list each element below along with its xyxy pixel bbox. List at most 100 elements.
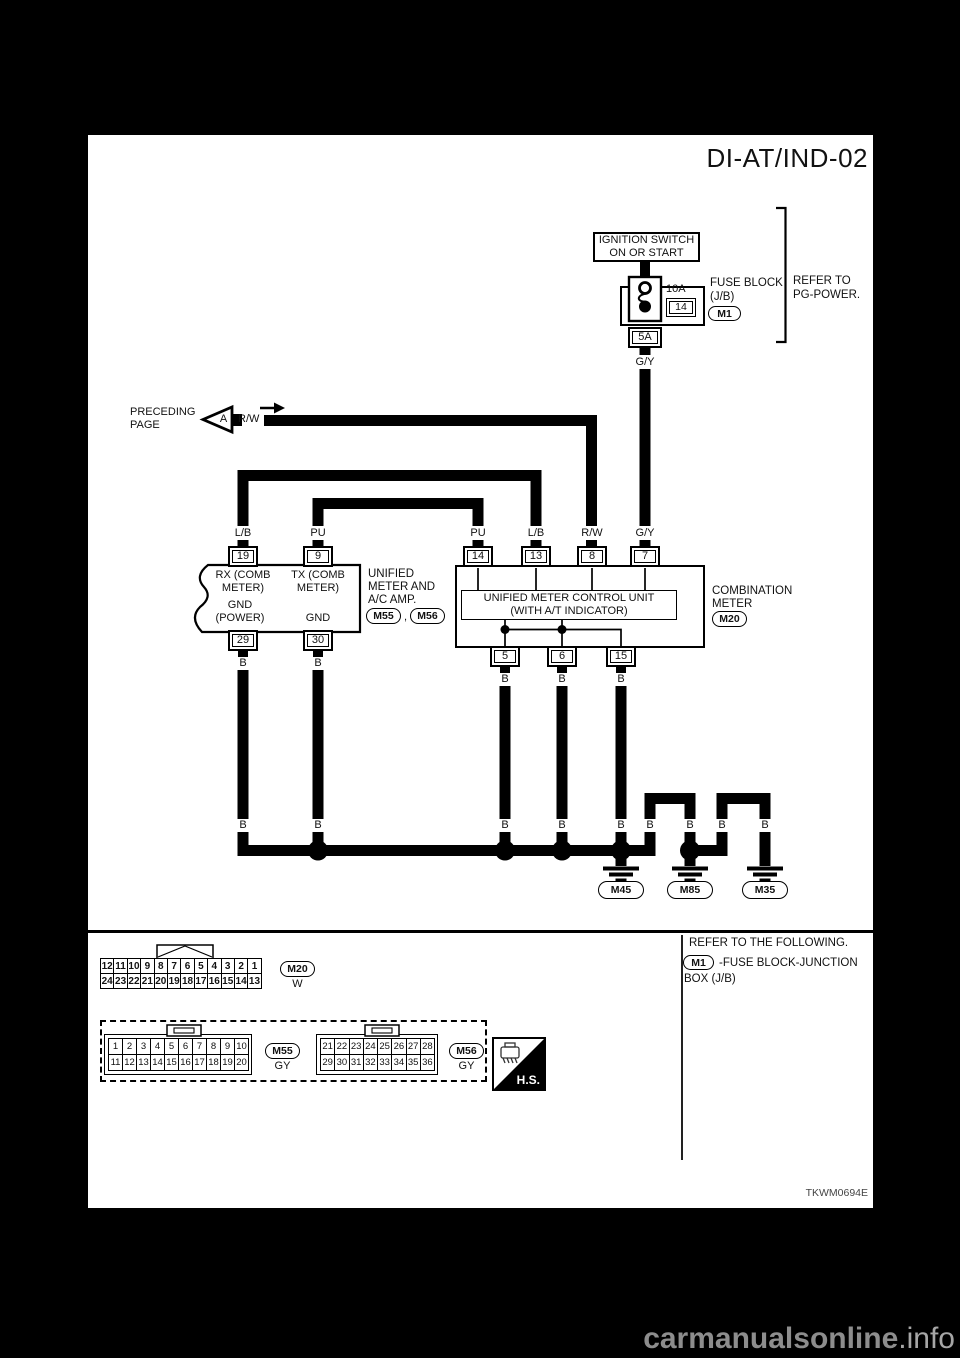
wiring-diagram-page: UNIFIED METER CONTROL UNIT (WITH A/T IND… [88, 135, 873, 1208]
flow-arrow-head [274, 402, 285, 414]
junction-dot [308, 840, 328, 861]
pin-cell: 12 [100, 958, 115, 974]
diagram-code: TKWM0694E [805, 1187, 868, 1199]
preceding-page-line2: PAGE [130, 419, 160, 431]
refer-bracket [776, 206, 787, 344]
pin-cell: 8 [206, 1038, 221, 1055]
fuse-rating-label: 10A [666, 283, 686, 295]
pin-function-tx-line2: METER) [296, 582, 340, 594]
pin-cell: 10 [234, 1038, 249, 1055]
left-unit-name-line1: UNIFIED [368, 568, 414, 580]
pin-cell: 25 [377, 1038, 393, 1055]
connector-ref-m20: M20 [712, 611, 747, 627]
pin-cell: 35 [405, 1054, 421, 1071]
connector-color-m56: GY [458, 1060, 475, 1072]
unit-label-line2: (WITH A/T INDICATOR) [510, 605, 628, 617]
junction-dot [611, 840, 631, 861]
pin-14: 14 [463, 546, 493, 567]
pin-cell: 10 [126, 958, 142, 974]
pin-cell: 1 [108, 1038, 123, 1055]
junction-dot [680, 840, 700, 861]
pin-cell: 23 [113, 973, 128, 989]
pin-cell: 16 [207, 973, 222, 989]
page-tag-a: A [219, 413, 228, 425]
footer-divider-line [681, 935, 683, 1160]
wire-color-b: B [498, 673, 512, 686]
pin-cell: 18 [206, 1054, 221, 1071]
pin-cell: 14 [233, 973, 249, 989]
junction-dot [495, 840, 515, 861]
pin-15: 15 [606, 646, 636, 667]
pin-cell: 9 [140, 958, 155, 974]
pin-cell: 34 [391, 1054, 407, 1071]
connector-ref-m55: M55 [366, 608, 401, 624]
pin-cell: 23 [348, 1038, 364, 1055]
pin-5: 5 [490, 646, 520, 667]
wire-color-label: L/B [518, 526, 554, 540]
ground-bridge-2 [716, 793, 771, 866]
pin-cell: 22 [334, 1038, 350, 1055]
pin-function-gnd: GND [305, 612, 331, 624]
hs-connector-view-icon: H.S. [492, 1037, 546, 1091]
pin-6: 6 [547, 646, 577, 667]
m20-keying-tab [156, 944, 214, 958]
m20-keying-lines [157, 945, 213, 958]
ignition-label-line1: IGNITION SWITCH [598, 234, 695, 246]
pin-function-gnd-power-line1: GND [227, 599, 253, 611]
pin-cell: 16 [178, 1054, 193, 1071]
pin-19: 19 [228, 546, 258, 567]
left-unit-name-line2: METER AND [368, 581, 436, 593]
wire-color-label: R/W [574, 526, 610, 540]
pin-cell: 27 [405, 1038, 421, 1055]
pin-cell: 26 [391, 1038, 407, 1055]
pin-cell: 18 [180, 973, 195, 989]
mini-connector-glyph [500, 1042, 520, 1064]
pin-cell: 3 [220, 958, 235, 974]
wire-color-b: B [311, 819, 325, 832]
pin-cell: 30 [334, 1054, 350, 1071]
ignition-label-line2: ON OR START [609, 247, 684, 259]
pin-cell: 1 [247, 958, 262, 974]
sub-fuse-5a: 5A [628, 327, 662, 348]
connector-ref-m20-face: M20 [280, 961, 315, 977]
ground-ref-m45: M45 [598, 881, 644, 899]
pin-7: 7 [630, 546, 660, 567]
pin-9: 9 [303, 546, 333, 567]
preceding-page-line1: PRECEDING [130, 406, 196, 418]
pin-cell: 5 [193, 958, 209, 974]
pin-cell: 7 [166, 958, 182, 974]
pin-29: 29 [228, 630, 258, 651]
connector-color-m55: GY [274, 1060, 291, 1072]
wire-color-b: B [498, 819, 512, 832]
watermark-main: carmanualsonline [643, 1322, 899, 1355]
ground-symbols [603, 866, 783, 882]
pin-cell: 2 [122, 1038, 137, 1055]
pin-cell: 17 [192, 1054, 207, 1071]
pin-cell: 11 [113, 958, 128, 974]
fuse-slot-pin: 14 [666, 298, 696, 317]
wire-pu [312, 498, 484, 546]
wire-color-gy: G/Y [627, 355, 663, 369]
wire-color-label: PU [300, 526, 336, 540]
pin-cell: 33 [377, 1054, 393, 1071]
junction-dot [552, 840, 572, 861]
pin-cell: 8 [153, 958, 168, 974]
wire-color-b: B [236, 657, 250, 670]
refer-note-line1: REFER TO [793, 275, 851, 287]
connector-ref-m56-face: M56 [449, 1043, 484, 1059]
section-divider [88, 930, 873, 933]
footer-note-line1: REFER TO THE FOLLOWING. [689, 937, 849, 949]
pin-cell: 13 [136, 1054, 151, 1071]
unified-meter-control-unit-box: UNIFIED METER CONTROL UNIT (WITH A/T IND… [461, 590, 677, 620]
page-title: DI-AT/IND-02 [706, 143, 868, 173]
right-unit-name-line2: METER [712, 598, 753, 610]
wire-color-b: B [758, 819, 772, 832]
connector-separator: , [404, 611, 408, 623]
